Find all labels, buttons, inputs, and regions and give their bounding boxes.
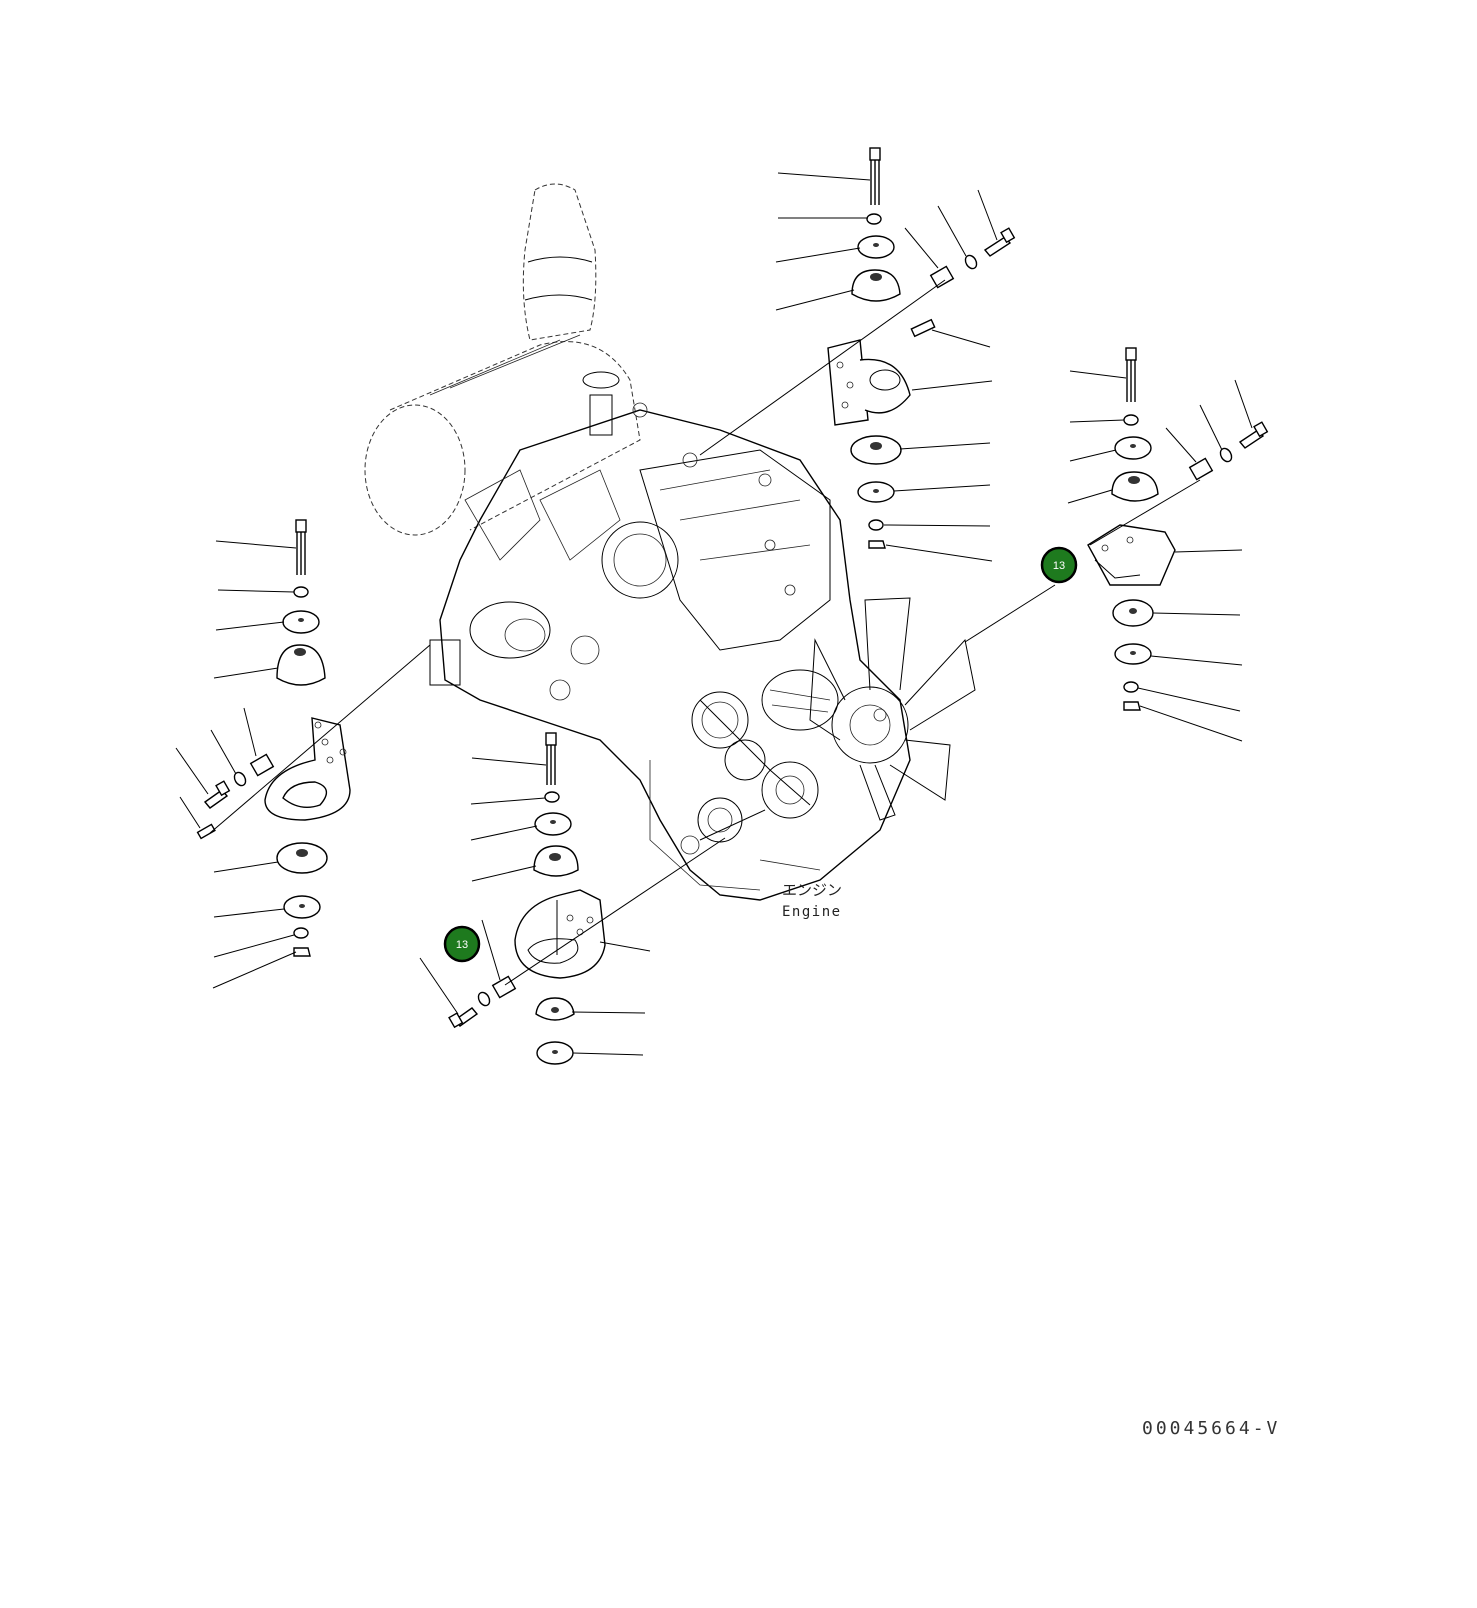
top-mount-group [699, 147, 1016, 562]
callout-13-right-text: 13 [1053, 560, 1065, 572]
callout-13-bottom[interactable]: 13 [443, 925, 481, 963]
bottom-mount-group [419, 732, 726, 1065]
engine-assembly [364, 183, 976, 901]
callout-13-bottom-text: 13 [456, 939, 468, 951]
cooling-fan [809, 597, 976, 821]
right-mount-group [964, 347, 1269, 742]
engine-label-en: Engine [782, 904, 842, 920]
drawing-number: 00045664-V [1142, 1418, 1281, 1439]
left-mount-group [175, 519, 431, 989]
callout-13-right[interactable]: 13 [1040, 546, 1078, 584]
engine-label-ja: エンジン [782, 881, 842, 899]
